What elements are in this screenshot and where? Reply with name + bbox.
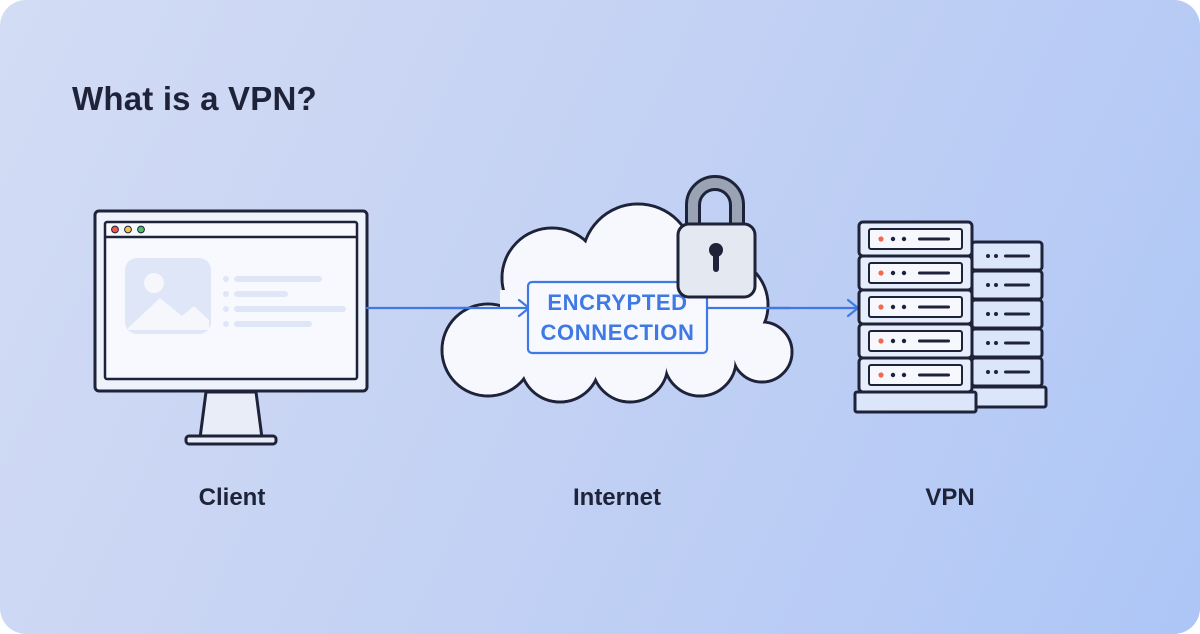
client-label: Client xyxy=(198,484,266,511)
front-server-rack xyxy=(853,220,978,414)
vpn-label: VPN xyxy=(925,484,975,511)
internet-label: Internet xyxy=(572,484,661,511)
status-led-icons xyxy=(878,236,950,378)
back-server-rack xyxy=(966,240,1048,409)
image-placeholder-icon xyxy=(125,258,211,334)
client-monitor-icon xyxy=(93,209,369,446)
page-title: What is a VPN? xyxy=(72,80,317,117)
encrypted-label-line1: ENCRYPTED xyxy=(547,290,687,315)
encrypted-label-line2: CONNECTION xyxy=(541,320,695,345)
vpn-server-icon xyxy=(853,220,1048,414)
encrypted-connection-box: ENCRYPTED CONNECTION xyxy=(526,280,709,355)
padlock-icon xyxy=(676,175,757,299)
content-lines xyxy=(223,276,346,327)
